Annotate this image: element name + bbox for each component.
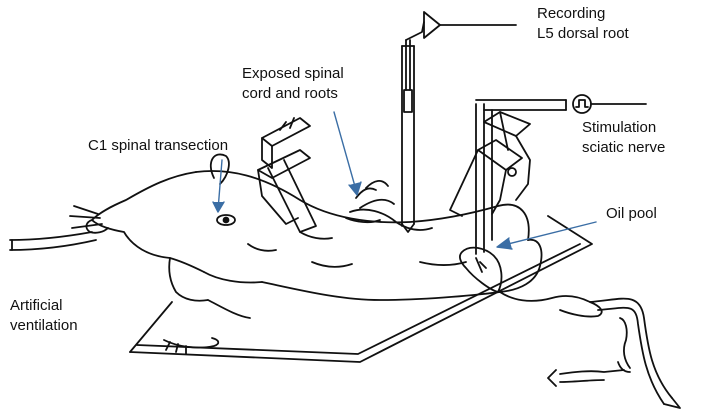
stimulating-electrode — [476, 100, 566, 254]
label-c1-transection: C1 spinal transection — [88, 136, 228, 156]
rat-body — [70, 154, 602, 354]
triangle-amplifier-icon — [424, 12, 516, 38]
label-ventilation-line1: Artificial — [10, 296, 78, 316]
label-stimulation-line1: Stimulation — [582, 118, 665, 138]
label-oil-pool: Oil pool — [606, 204, 657, 224]
label-exposed-line1: Exposed spinal — [242, 64, 344, 84]
label-ventilation: Artificial ventilation — [10, 296, 78, 336]
label-exposed-spinal-cord: Exposed spinal cord and roots — [242, 64, 344, 104]
label-stimulation-line2: sciatic nerve — [582, 138, 665, 158]
pulse-stimulator-icon — [573, 95, 646, 113]
label-recording-line2: L5 dorsal root — [537, 24, 629, 44]
label-ventilation-line2: ventilation — [10, 316, 78, 336]
c1-arrowhead — [213, 202, 224, 212]
catheter-tube — [548, 318, 630, 386]
recording-electrode — [402, 22, 424, 232]
label-stimulation: Stimulation sciatic nerve — [582, 118, 665, 158]
ventilation-tube — [10, 232, 96, 250]
right-frame-clamp — [450, 112, 530, 216]
exposed-arrow — [334, 112, 356, 190]
label-oil-pool-text: Oil pool — [606, 204, 657, 224]
oil-pool-arrow — [500, 222, 596, 246]
left-frame-clamp — [258, 118, 316, 232]
label-exposed-line2: cord and roots — [242, 84, 344, 104]
label-c1-text: C1 spinal transection — [88, 136, 228, 156]
rat-tail — [590, 299, 680, 408]
label-recording-line1: Recording — [537, 4, 629, 24]
oil-pool-arrowhead — [497, 238, 512, 249]
platform-board — [130, 216, 592, 362]
label-recording: Recording L5 dorsal root — [537, 4, 629, 44]
